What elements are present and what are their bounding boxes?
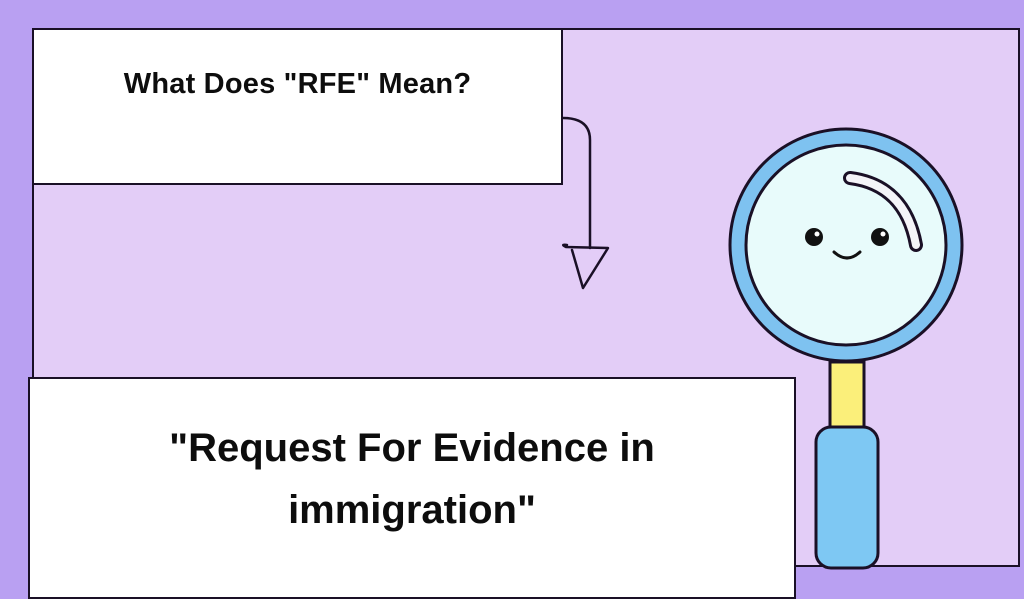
smiley-face-icon [805,228,889,260]
question-box: What Does "RFE" Mean? [32,28,563,185]
answer-text: "Request For Evidence in immigration" [169,426,655,532]
magnifier-lens-icon [728,127,964,363]
answer-box: "Request For Evidence in immigration" [28,377,796,599]
magnifier-handle-icon [814,360,880,570]
question-title: What Does "RFE" Mean? [123,68,472,100]
arrow-down-icon [561,116,610,290]
